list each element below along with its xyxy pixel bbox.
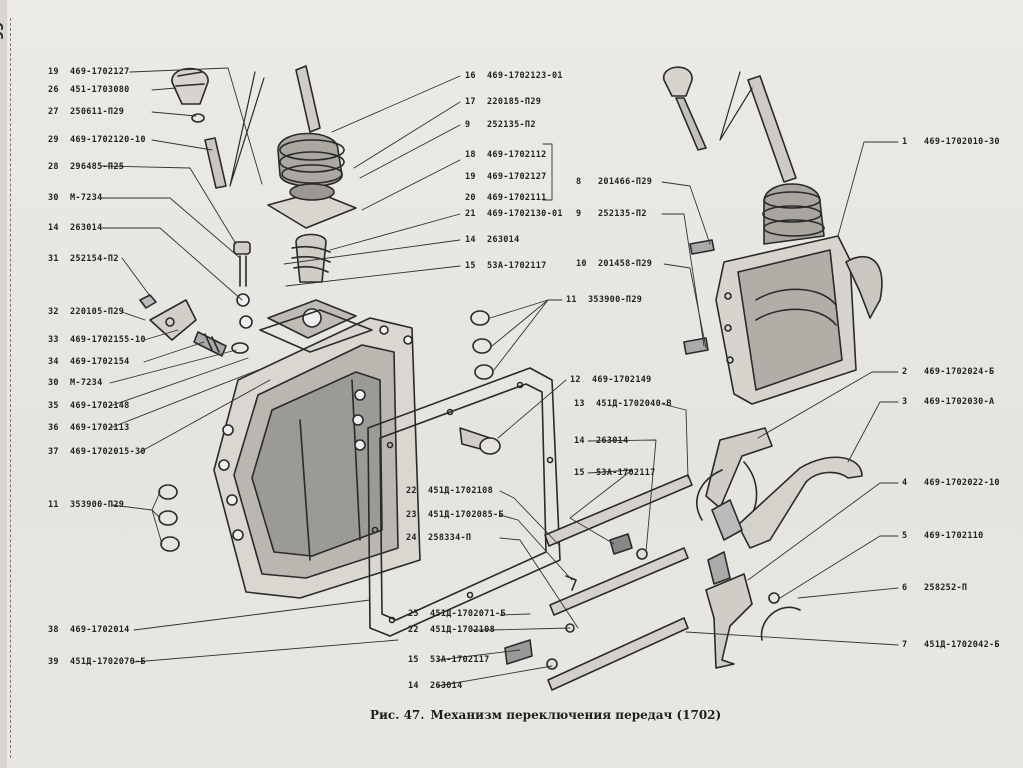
gear-lever-assembly xyxy=(259,65,373,353)
housing-cover-part xyxy=(213,317,421,599)
small-hardware-left xyxy=(139,241,253,552)
caption-title: Механизм переключения передач (1702) xyxy=(430,708,722,722)
leader-lines xyxy=(101,67,899,687)
plug-part xyxy=(459,427,501,455)
washers-center xyxy=(470,310,494,380)
book-spine xyxy=(0,0,7,768)
shift-rods xyxy=(504,474,693,691)
shift-forks xyxy=(696,427,863,669)
caption-prefix: Рис. 47. xyxy=(370,708,425,722)
assembled-cover-right xyxy=(663,66,883,405)
figure-caption: Рис. 47. Механизм переключения передач (1… xyxy=(370,708,721,722)
spine-fold-line xyxy=(10,18,12,758)
knob-part xyxy=(171,67,265,189)
